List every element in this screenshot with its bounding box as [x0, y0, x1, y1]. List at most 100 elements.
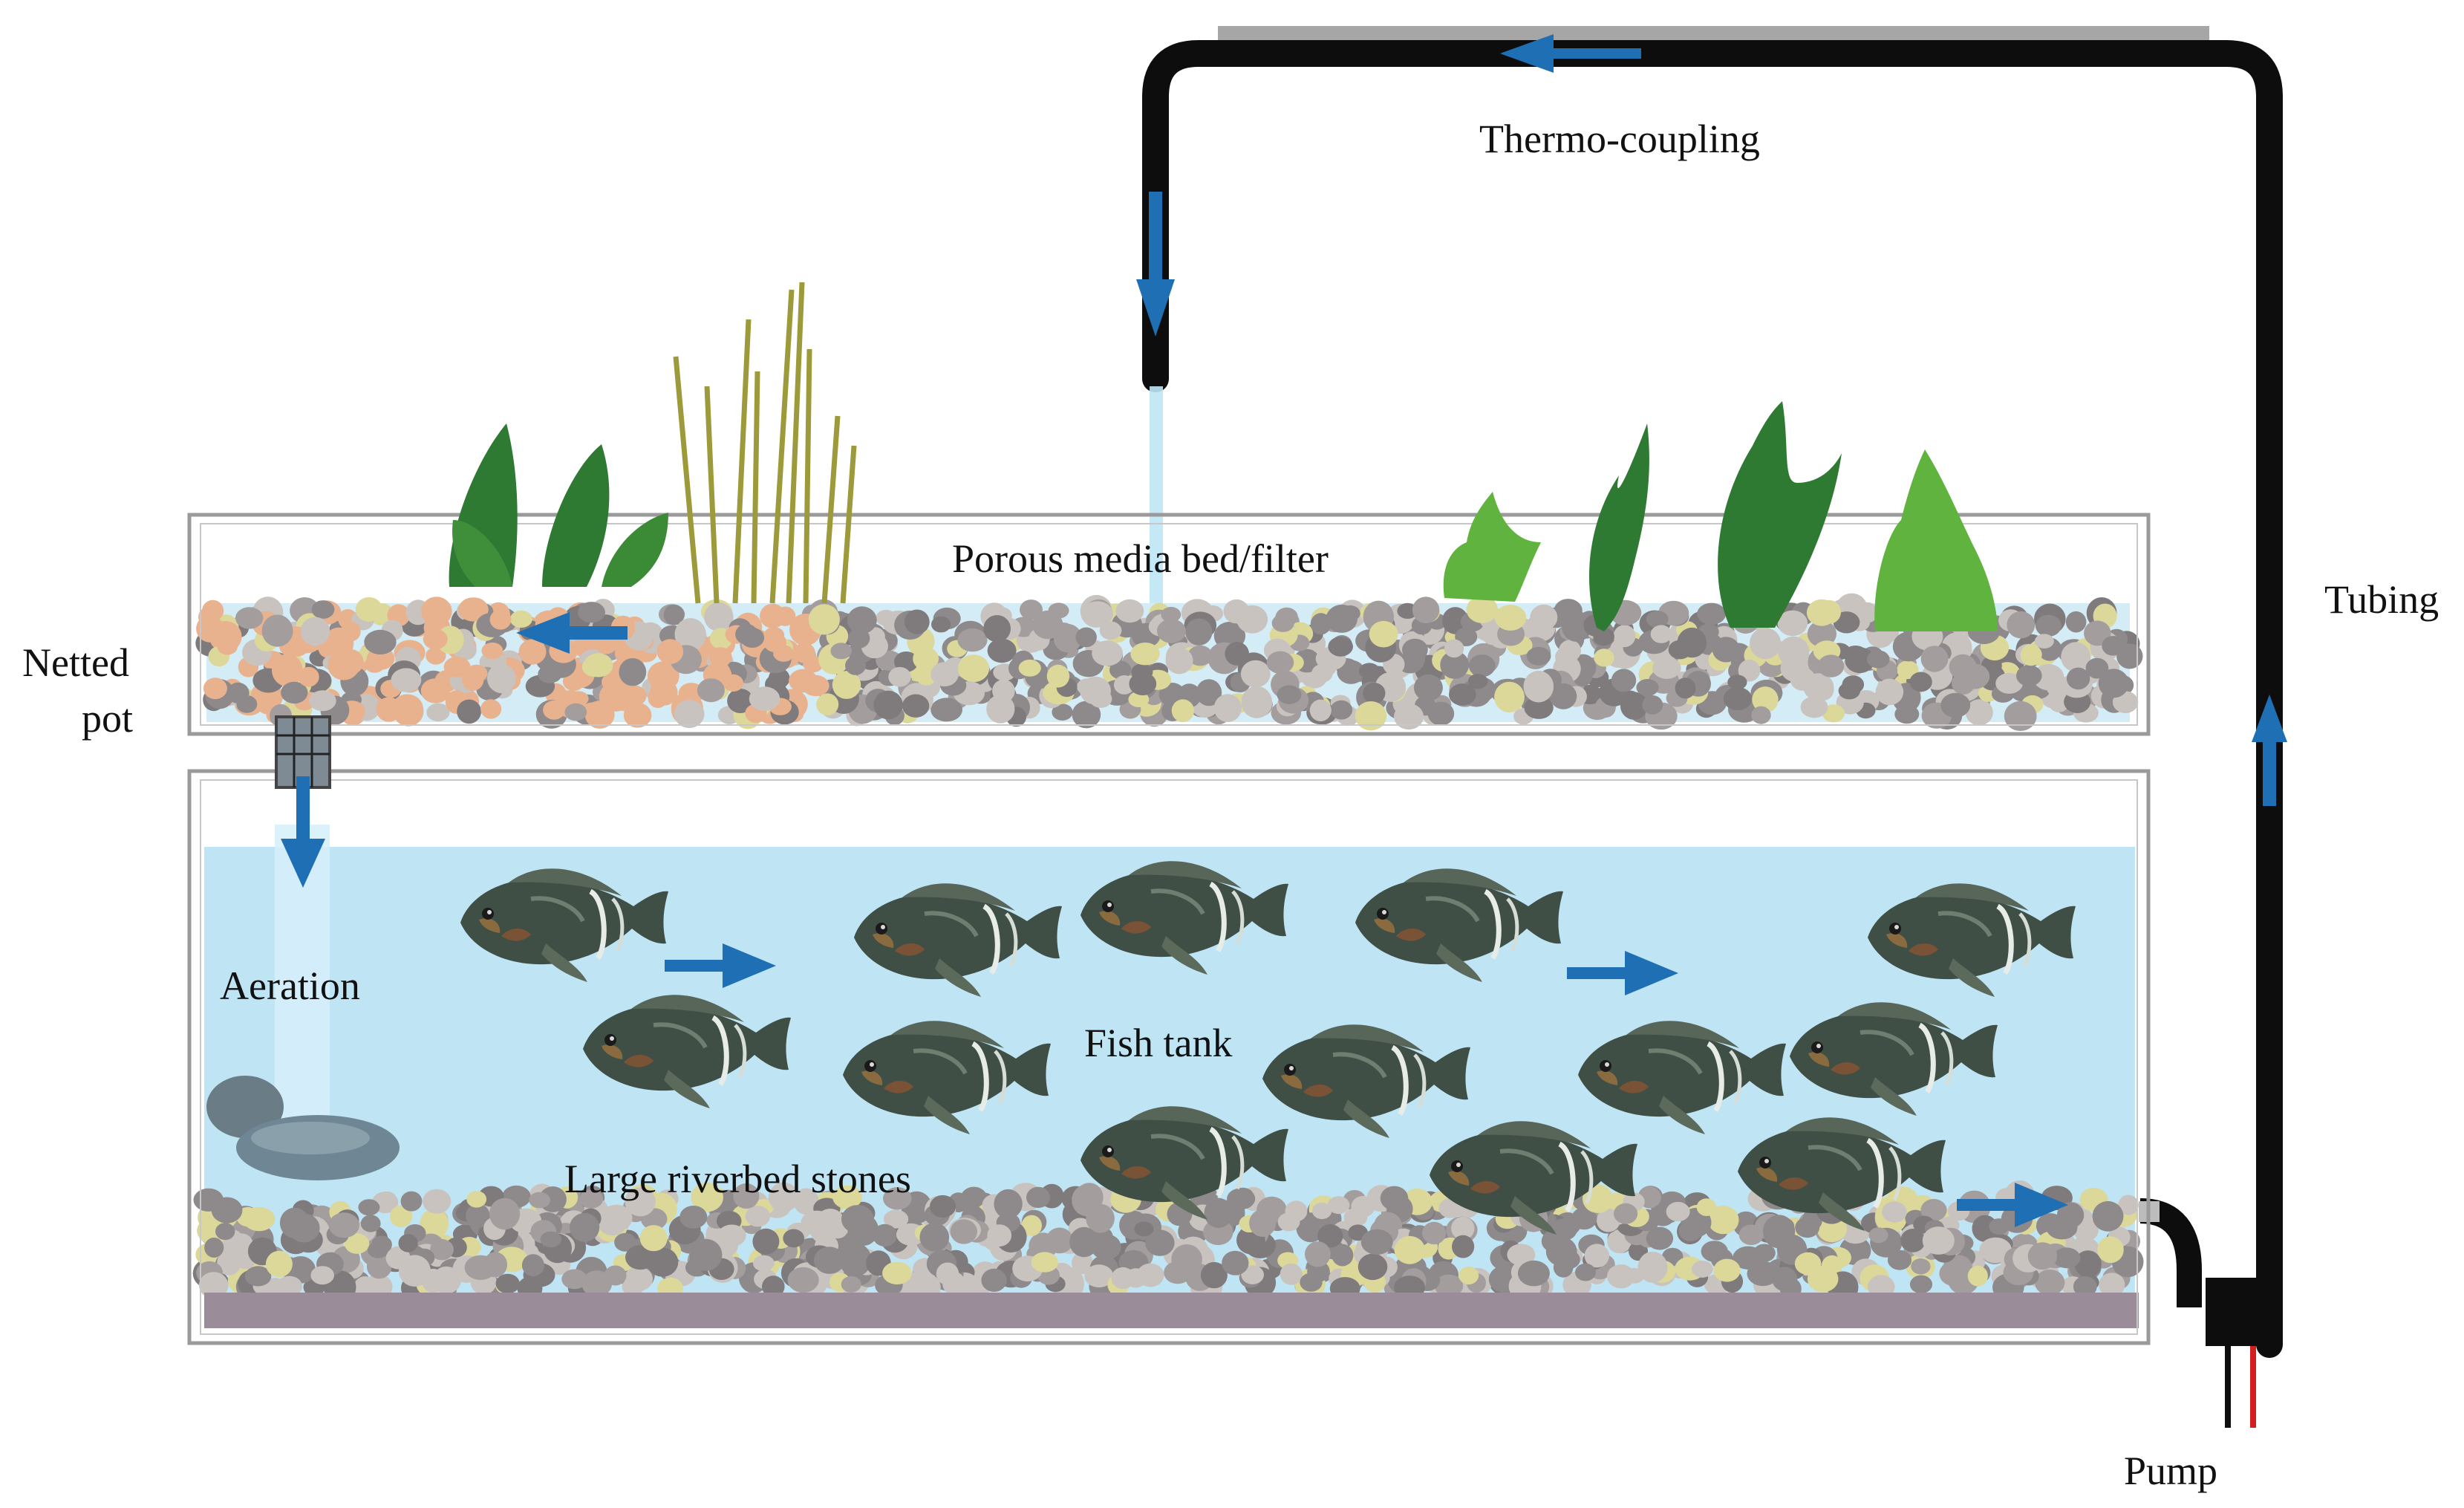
pebble: [400, 1191, 423, 1212]
pebble: [1072, 1252, 1093, 1275]
pebble: [1277, 685, 1302, 704]
pebble: [994, 1189, 1023, 1219]
pebble: [364, 629, 397, 655]
pebble: [787, 1267, 819, 1293]
pebble: [1130, 643, 1160, 666]
pebble: [717, 1224, 746, 1247]
pebble: [215, 1223, 235, 1241]
pebble: [480, 699, 502, 719]
pebble: [1940, 692, 1971, 718]
pebble: [1084, 1264, 1114, 1288]
pebble: [1751, 706, 1771, 724]
pebble: [1241, 1265, 1264, 1284]
pebble: [2066, 667, 2090, 690]
pebble: [873, 690, 903, 720]
pebble: [1129, 672, 1157, 696]
pebble: [1882, 1201, 1907, 1223]
flow-arrow-icon: [1500, 34, 1641, 73]
pebble: [1637, 1251, 1668, 1283]
pebble: [957, 654, 990, 683]
pebble: [2092, 1200, 2124, 1232]
pebble: [2118, 1195, 2139, 1215]
pebble: [204, 1238, 224, 1258]
pebble: [753, 1255, 775, 1272]
pebble: [904, 609, 930, 634]
pebble: [727, 689, 754, 713]
pebble: [2073, 1275, 2097, 1298]
pebble: [1909, 1275, 1933, 1294]
pebble: [1328, 637, 1353, 657]
pebble: [1666, 1201, 1690, 1222]
pebble: [931, 616, 951, 633]
pebble: [377, 1191, 397, 1209]
pebble: [768, 1182, 799, 1212]
pebble: [1072, 701, 1101, 729]
pebble: [1668, 640, 1692, 660]
porous-media-bed-label: Porous media bed/filter: [952, 536, 1329, 581]
pebble: [261, 614, 293, 647]
pebble: [1222, 1250, 1249, 1275]
pebble: [1327, 1196, 1350, 1215]
pebble: [1777, 610, 1808, 637]
pebble: [689, 1238, 723, 1271]
pebble: [1271, 614, 1294, 632]
pebble: [704, 602, 734, 631]
pebble: [1575, 1263, 1596, 1281]
pebble: [1165, 647, 1193, 675]
pebble: [564, 703, 587, 721]
pebble: [1989, 1218, 2010, 1235]
pebble: [1467, 674, 1488, 689]
pebble: [1494, 605, 1527, 631]
pebble: [1317, 1224, 1343, 1248]
pebble: [1394, 1235, 1426, 1264]
pebble: [244, 1266, 272, 1287]
pebble: [391, 694, 423, 723]
pebble: [198, 607, 221, 627]
pebble: [265, 1250, 293, 1278]
pebble: [529, 1192, 550, 1209]
pebble: [1442, 607, 1469, 634]
pebble: [1614, 1203, 1638, 1224]
pebble: [1466, 596, 1499, 623]
pebble: [708, 647, 732, 667]
pebble: [458, 597, 489, 622]
pebble: [1069, 1226, 1099, 1258]
pebble: [358, 1199, 380, 1216]
pebble: [1584, 1244, 1609, 1268]
pebble: [279, 1207, 310, 1238]
pebble: [368, 1241, 388, 1258]
pebble: [509, 610, 532, 628]
pebble: [461, 668, 484, 692]
pebble: [1943, 1255, 1973, 1281]
pebble: [1449, 683, 1476, 706]
pebble: [217, 637, 238, 655]
pebble: [1115, 599, 1144, 623]
pebble: [1223, 599, 1250, 624]
pebble: [604, 1265, 627, 1286]
pebble: [987, 1224, 1012, 1247]
pebble: [1642, 695, 1663, 715]
pebble: [1868, 1227, 1888, 1244]
pebble: [309, 690, 336, 712]
pebble: [930, 662, 959, 686]
pebble: [839, 1243, 872, 1277]
flow-arrow-icon: [2252, 695, 2287, 806]
pebble: [1363, 683, 1386, 704]
pebble: [1652, 657, 1681, 679]
pebble: [1232, 1187, 1254, 1205]
pebble: [1081, 601, 1113, 627]
pebble: [1794, 1252, 1822, 1275]
pebble: [570, 1212, 600, 1242]
pebble: [1818, 600, 1841, 624]
water-stream: [1150, 386, 1163, 613]
pebble: [619, 658, 647, 686]
pebble: [540, 1231, 562, 1248]
pebble: [1707, 1206, 1739, 1235]
grow-bed-media: [195, 593, 2143, 732]
pebble: [310, 1266, 335, 1285]
pebble: [521, 1254, 544, 1277]
pebble: [1369, 620, 1398, 648]
pebble: [1555, 646, 1577, 668]
pebble: [762, 1275, 785, 1298]
